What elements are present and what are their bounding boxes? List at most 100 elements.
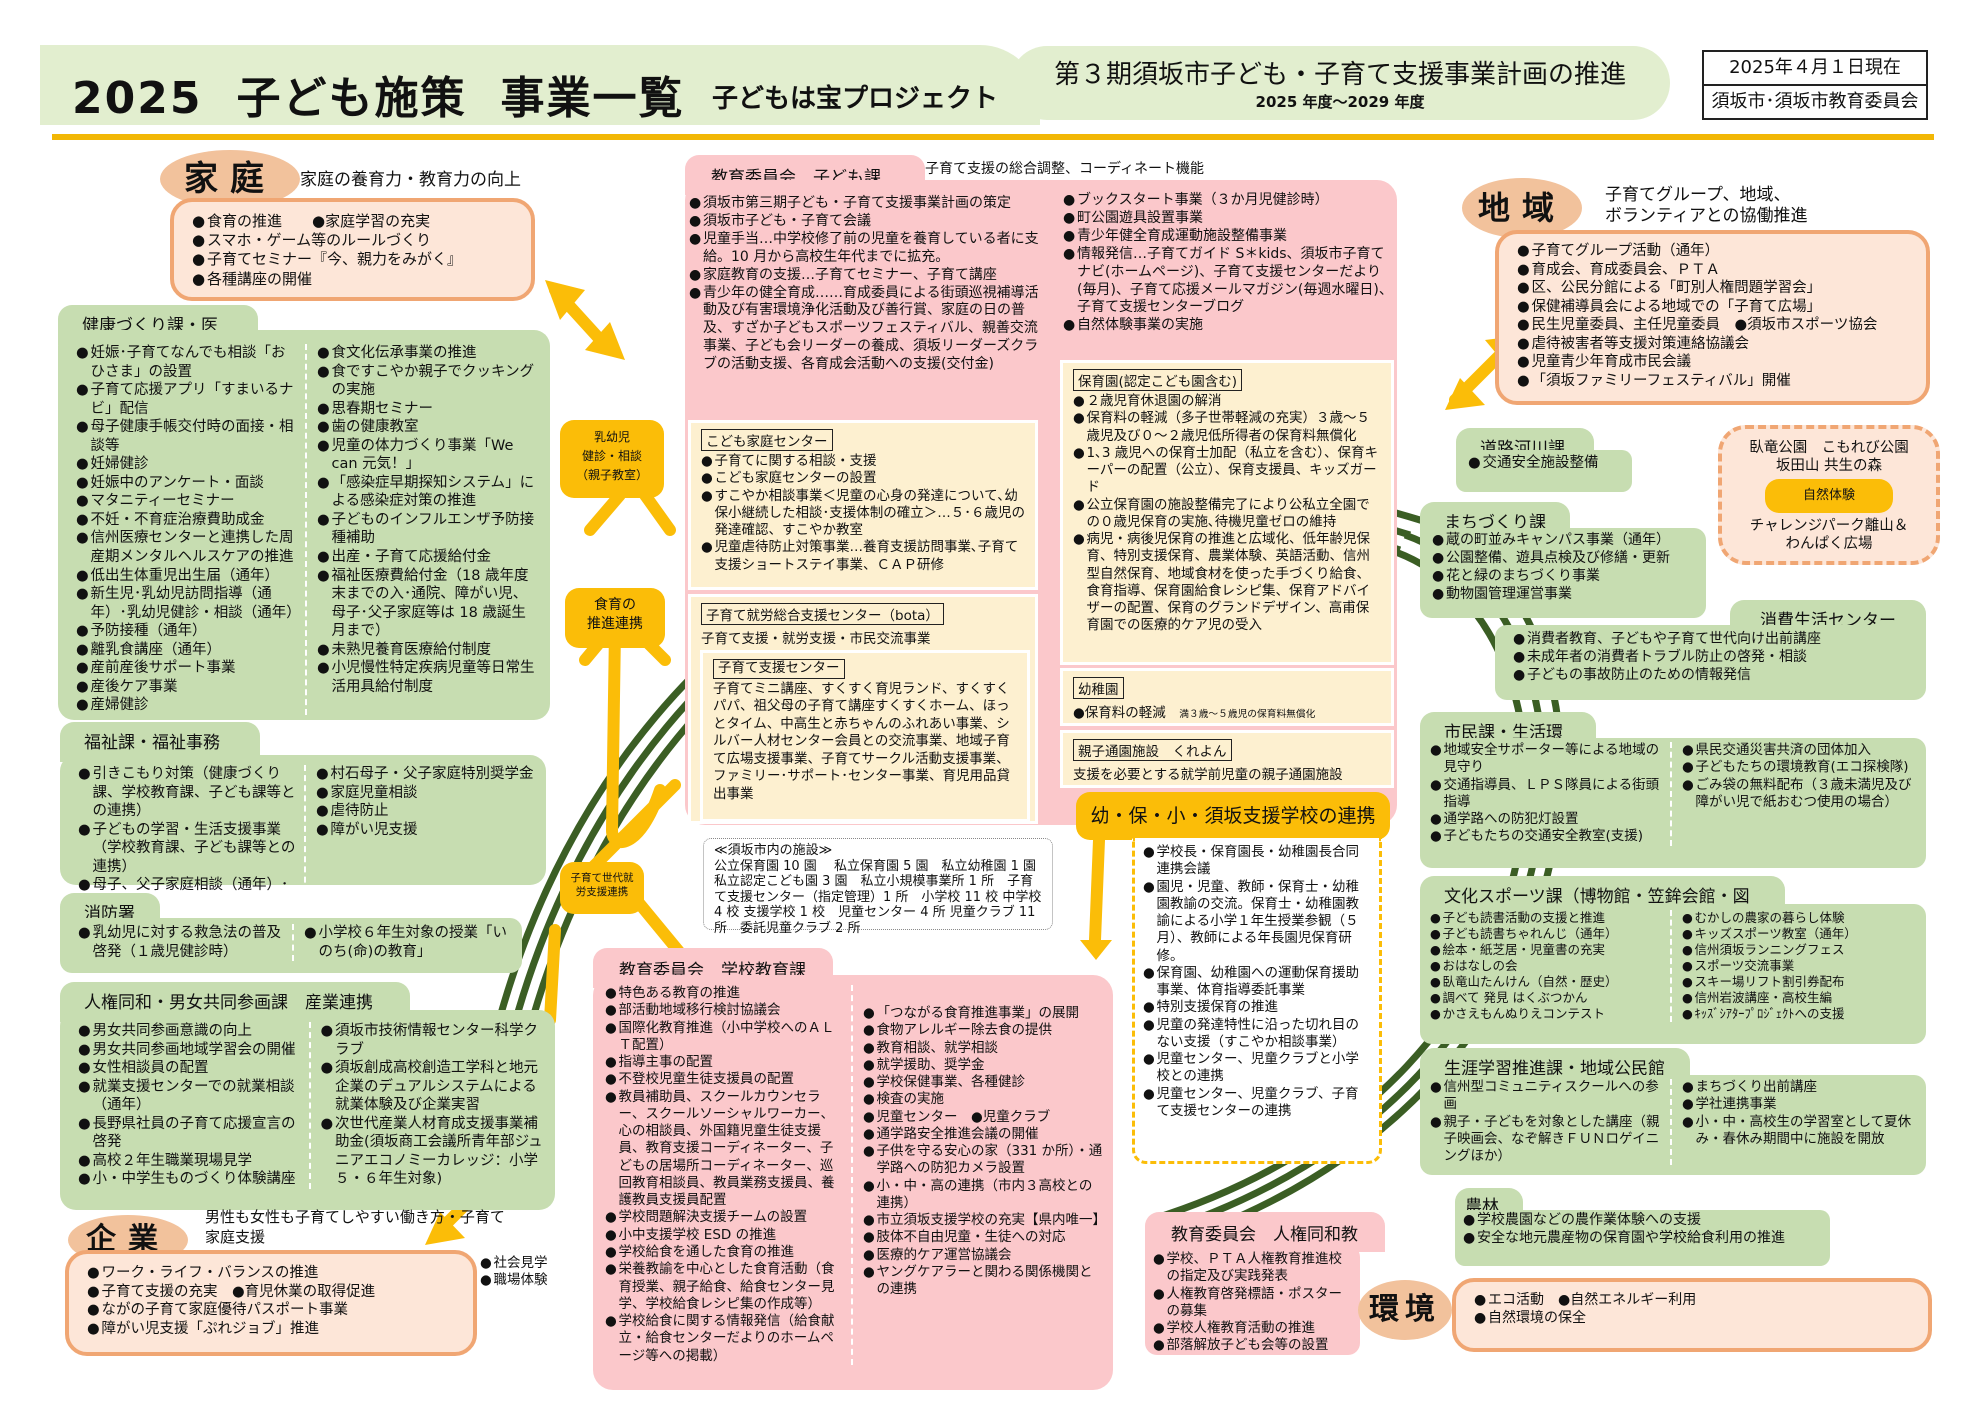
list-item: 産前産後サポート事業 [76, 659, 299, 678]
list-item: かさえもんぬりえコンテスト [1430, 1006, 1664, 1022]
bunka-right-list: むかしの農家の暮らし体験キッズスポーツ教室（通年）信州須坂ランニングフェススポー… [1682, 910, 1916, 1022]
list-item: 子ども読書ちゃれんじ（通年） [1430, 926, 1664, 942]
list-item: 育成会、育成委員会、ＰＴＡ [1517, 261, 1908, 280]
list-item: 公立保育園の施設整備完了により公私立全園での０歳児保育の実施､待機児童ゼロの維持 [1073, 497, 1381, 532]
list-item: ブックスタート事業（３か月児健診時） [1063, 192, 1393, 210]
list-item: 子どもの事故防止のための情報発信 [1513, 667, 1914, 685]
list-item: 就業支援センターでの就業相談（通年） [78, 1078, 303, 1115]
kigyo-side-list: 社会見学職場体験 [480, 1255, 548, 1290]
list-item: 食文化伝承事業の推進 [317, 344, 540, 363]
list-item: 青少年の健全育成……育成委員による街頭巡視補導活動及び有害環境浄化活動及び善行賞… [689, 285, 1039, 375]
katei-desc: 家庭の養育力・教育力の向上 [300, 170, 521, 190]
doro-list: 交通安全施設整備 [1468, 454, 1620, 473]
shobo-left-list: 乳幼児に対する救急法の普及啓発（１歳児健診時） [78, 924, 286, 961]
machi-list: 蔵の町並みキャンパス事業（通年）公園整備、遊具点検及び修繕・更新花と緑のまちづく… [1432, 532, 1694, 604]
list-item: 新生児･乳幼児訪問指導（通年）･乳幼児健診・相談（通年） [76, 585, 301, 622]
list-item: 須坂創成高校創造工学科と地元企業のデュアルシステムによる就業体験及び企業実習 [321, 1059, 546, 1115]
list-item: 児童手当…中学校修了前の児童を養育している者に支給。10 月から高校生年代までに… [689, 231, 1039, 267]
list-item: 小・中・高校生の学習室として夏休み・春休み期間中に施設を開放 [1682, 1114, 1916, 1149]
arrow-shuro-left [544, 924, 561, 1026]
list-item: 区、公民分館による「町別人権問題学習会」 [1517, 279, 1908, 298]
list-item: 部活動地域移行検討協議会 [605, 1002, 845, 1020]
list-item: 児童青少年育成市民会議 [1517, 353, 1908, 372]
bunka-panel: 子ども読書活動の支援と推進子ども読書ちゃれんじ（通年）絵本・紙芝居・児童書の充実… [1420, 904, 1926, 1044]
list-item: 学校給食に関する情報発信（給食献立・給食センターだよりのホームページ等への掲載） [605, 1313, 845, 1365]
yochien-item: ●保育料の軽減 満３歳～５歳児の保育料無償化 [1073, 705, 1316, 721]
list-item: 保育料の軽減（多子世帯軽減の充実）３歳～５歳児及び０～２歳児低所得者の保育料無償… [1073, 410, 1381, 445]
list-item: 教員補助員、スクールカウンセラー、スクールソーシャルワーカー、心の相談員、外国籍… [605, 1089, 845, 1210]
list-item: 花と緑のまちづくり事業 [1432, 568, 1694, 586]
kureyon-title: 親子通園施設 くれよん [1073, 739, 1232, 761]
list-item: おはなしの会 [1430, 958, 1664, 974]
kodomo-katei-center-list: 子育てに関する相談・支援こども家庭センターの設置すこやか相談事業＜児童の心身の発… [701, 453, 1025, 574]
list-item: 村石母子・父子家庭特別奨学金 [316, 765, 536, 784]
list-item: 引きこもり対策（健康づくり課、学校教育課、子ども課等との連携） [78, 765, 298, 821]
list-item: 妊婦健診 [76, 455, 299, 474]
list-item: 調べて 発見 はくぶつかん [1430, 990, 1664, 1006]
list-item: 須坂市第三期子ども・子育て支援事業計画の策定 [689, 195, 1039, 213]
chiiki-desc-line: ボランティアとの協働推進 [1605, 206, 1808, 227]
node-nyuyoji-line: （親子教室） [575, 468, 648, 483]
list-item: ２歳児育休退園の解消 [1073, 393, 1381, 411]
list-item: 低出生体重児出生届（通年） [76, 567, 299, 586]
kigyo-side: 社会見学職場体験 [480, 1255, 548, 1290]
list-item: 1､3 歳児への保育士加配（私立を含む）、保育キーパーの配置（公立）、保育支援員… [1073, 445, 1381, 497]
norin-list: 学校農園などの農作業体験への支援安全な地元農産物の保育園や学校給食利用の推進 [1463, 1212, 1822, 1248]
list-item: 小学校６年生対象の授業「いのち(命)の教育」 [304, 924, 512, 961]
list-item: 妊娠中のアンケート・面談 [76, 474, 299, 493]
list-item: ｷｯｽﾞｼｱﾀｰﾌﾟﾛｼﾞｪｸﾄへの支援 [1682, 1006, 1916, 1022]
katei-box: 食育の推進 ●家庭学習の充実スマホ・ゲーム等のルールづくり子育てセミナー『今、親… [170, 198, 535, 301]
list-item: 食ですこやか親子でクッキングの実施 [317, 363, 540, 400]
list-item: 臥竜山たんけん（自然・歴史） [1430, 974, 1664, 990]
chiiki-desc-line: 子育てグループ、地域、 [1605, 185, 1791, 205]
list-item: 思春期セミナー [317, 400, 540, 419]
list-item: スキー場リフト割引券配布 [1682, 974, 1916, 990]
node-shuro-line: 子育て世代就 [570, 872, 634, 884]
renkei-list: 学校長・保育園長・幼稚園長合同連携会議園児・児童、教師・保育士・幼稚園教諭の交流… [1143, 844, 1371, 1120]
list-item: 子ども読書活動の支援と推進 [1430, 910, 1664, 926]
list-item: 子育て応援アプリ「すまいるナビ」配信 [76, 381, 299, 418]
list-item: こども家庭センターの設置 [701, 470, 1025, 488]
list-item: 不登校児童生徒支援員の配置 [605, 1071, 845, 1089]
facilities-text: 公立保育園 10 園 私立保育園 5 園 私立幼稚園 1 園 私立認定こども園 … [714, 858, 1050, 936]
shizen-badge: 自然体験 [1765, 479, 1893, 514]
list-item: 特色ある教育の推進 [605, 985, 845, 1003]
list-item: 「感染症早期探知システム」による感染症対策の推進 [317, 474, 540, 511]
list-item: 学校人権教育活動の推進 [1153, 1320, 1352, 1338]
node-nyuyoji: 乳幼児 健診・相談 （親子教室） [560, 420, 664, 498]
list-item: 通学路安全推進会議の開催 [863, 1126, 1103, 1144]
list-item: 子どもの学習・生活支援事業（学校教育課、子ども課等との連携） [78, 821, 298, 877]
plan-period: 2025 年度～2029 年度 [1255, 93, 1425, 111]
list-item: 動物園管理運営事業 [1432, 586, 1694, 604]
jinken-kyoiku-panel: 学校、ＰＴＡ人権教育推進校の指定及び実践発表人権教育啓発標語・ポスターの募集学校… [1145, 1245, 1360, 1355]
kankyo-box: エコ活動 ●自然エネルギー利用自然環境の保全 [1452, 1278, 1932, 1352]
shien-center-text: 子育てミニ講座、すくすく育児ランド、すくすくパパ、祖父母の子育て講座すくすくホー… [713, 680, 1010, 802]
list-item: 蔵の町並みキャンパス事業（通年） [1432, 532, 1694, 550]
list-item: 消費者教育、子どもや子育て世代向け出前講座 [1513, 631, 1914, 649]
list-item: 信州医療センターと連携した周産期メンタルヘルスケアの推進 [76, 529, 299, 566]
list-item: 予防接種（通年） [76, 622, 299, 641]
kigyo-box: ワーク・ライフ・バランスの推進子育て支援の充実 ●育児休業の取得促進ながの子育て… [65, 1250, 477, 1356]
list-item: 病児・病後児保育の推進と広域化、低年齢児保育、特別支援保育、農業体験、英語活動、… [1073, 531, 1381, 635]
yochien-note: 満３歳～５歳児の保育料無償化 [1179, 709, 1316, 720]
bota-text: 子育て支援・就労支援・市民交流事業 [701, 631, 931, 647]
list-item: 医療的ケア運営協議会 [863, 1247, 1103, 1265]
list-item: キッズスポーツ教室（通年） [1682, 926, 1916, 942]
bunka-left-list: 子ども読書活動の支援と推進子ども読書ちゃれんじ（通年）絵本・紙芝居・児童書の充実… [1430, 910, 1664, 1022]
category-kankyo: 環境 [1358, 1280, 1452, 1340]
chiiki-box: 子育てグループ活動（通年）育成会、育成委員会、ＰＴＡ区、公民分館による「町別人権… [1495, 230, 1930, 405]
list-item: 家庭児童相談 [316, 784, 536, 803]
list-item: 市立須坂支援学校の充実【県内唯一】 [863, 1212, 1106, 1230]
list-item: 小児慢性特定疾病児童等日常生活用具給付制度 [317, 659, 540, 696]
machi-panel: 蔵の町並みキャンパス事業（通年）公園整備、遊具点検及び修繕・更新花と緑のまちづく… [1420, 528, 1706, 618]
shogai-panel: 信州型コミュニティスクールへの参画親子・子どもを対象とした講座（親子映画会、なぞ… [1420, 1075, 1926, 1175]
list-item: 「須坂ファミリーフェスティバル」開催 [1517, 372, 1908, 391]
as-of-date: 2025年４月１日現在 [1729, 57, 1901, 78]
kodomoka-left-list: 須坂市第三期子ども・子育て支援事業計画の策定須坂市子ども・子育て会議児童手当…中… [689, 195, 1039, 374]
header-band [40, 45, 1040, 125]
list-item: 児童センター、児童クラブと小学校との連携 [1143, 1051, 1371, 1086]
list-item: ワーク・ライフ・バランスの推進 [87, 1264, 455, 1283]
list-item: まちづくり出前講座 [1682, 1079, 1916, 1097]
date-box: 2025年４月１日現在 須坂市･須坂市教育委員会 [1702, 50, 1928, 120]
